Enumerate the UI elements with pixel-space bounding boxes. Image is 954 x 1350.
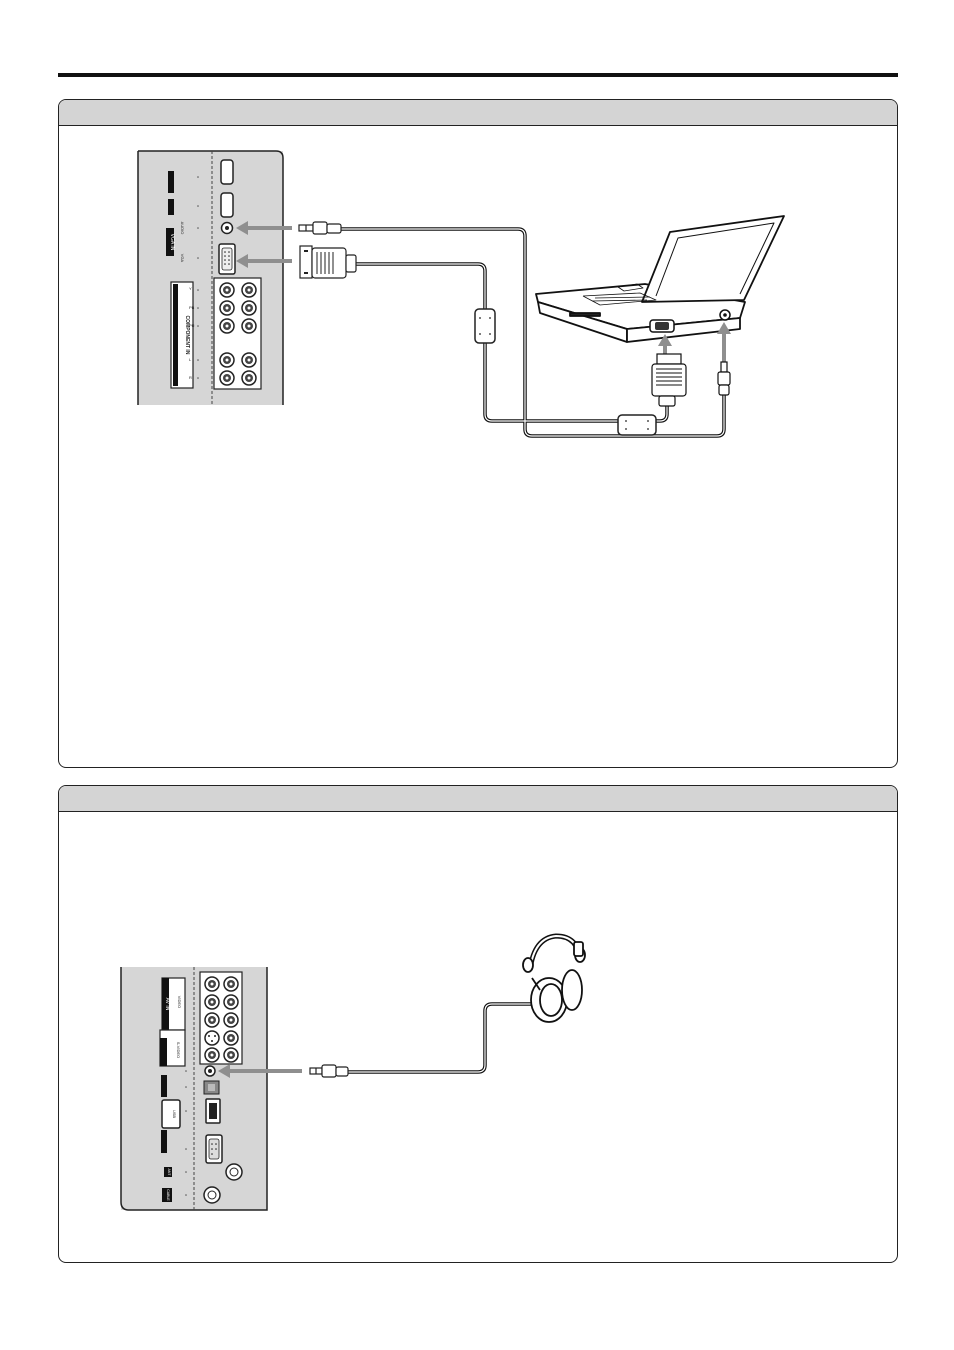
pc-connection-panel (58, 99, 898, 768)
headphone-connection-panel (58, 785, 898, 1263)
headphone-connection-header (59, 786, 897, 812)
pc-connection-header (59, 100, 897, 126)
top-rule (58, 73, 898, 77)
